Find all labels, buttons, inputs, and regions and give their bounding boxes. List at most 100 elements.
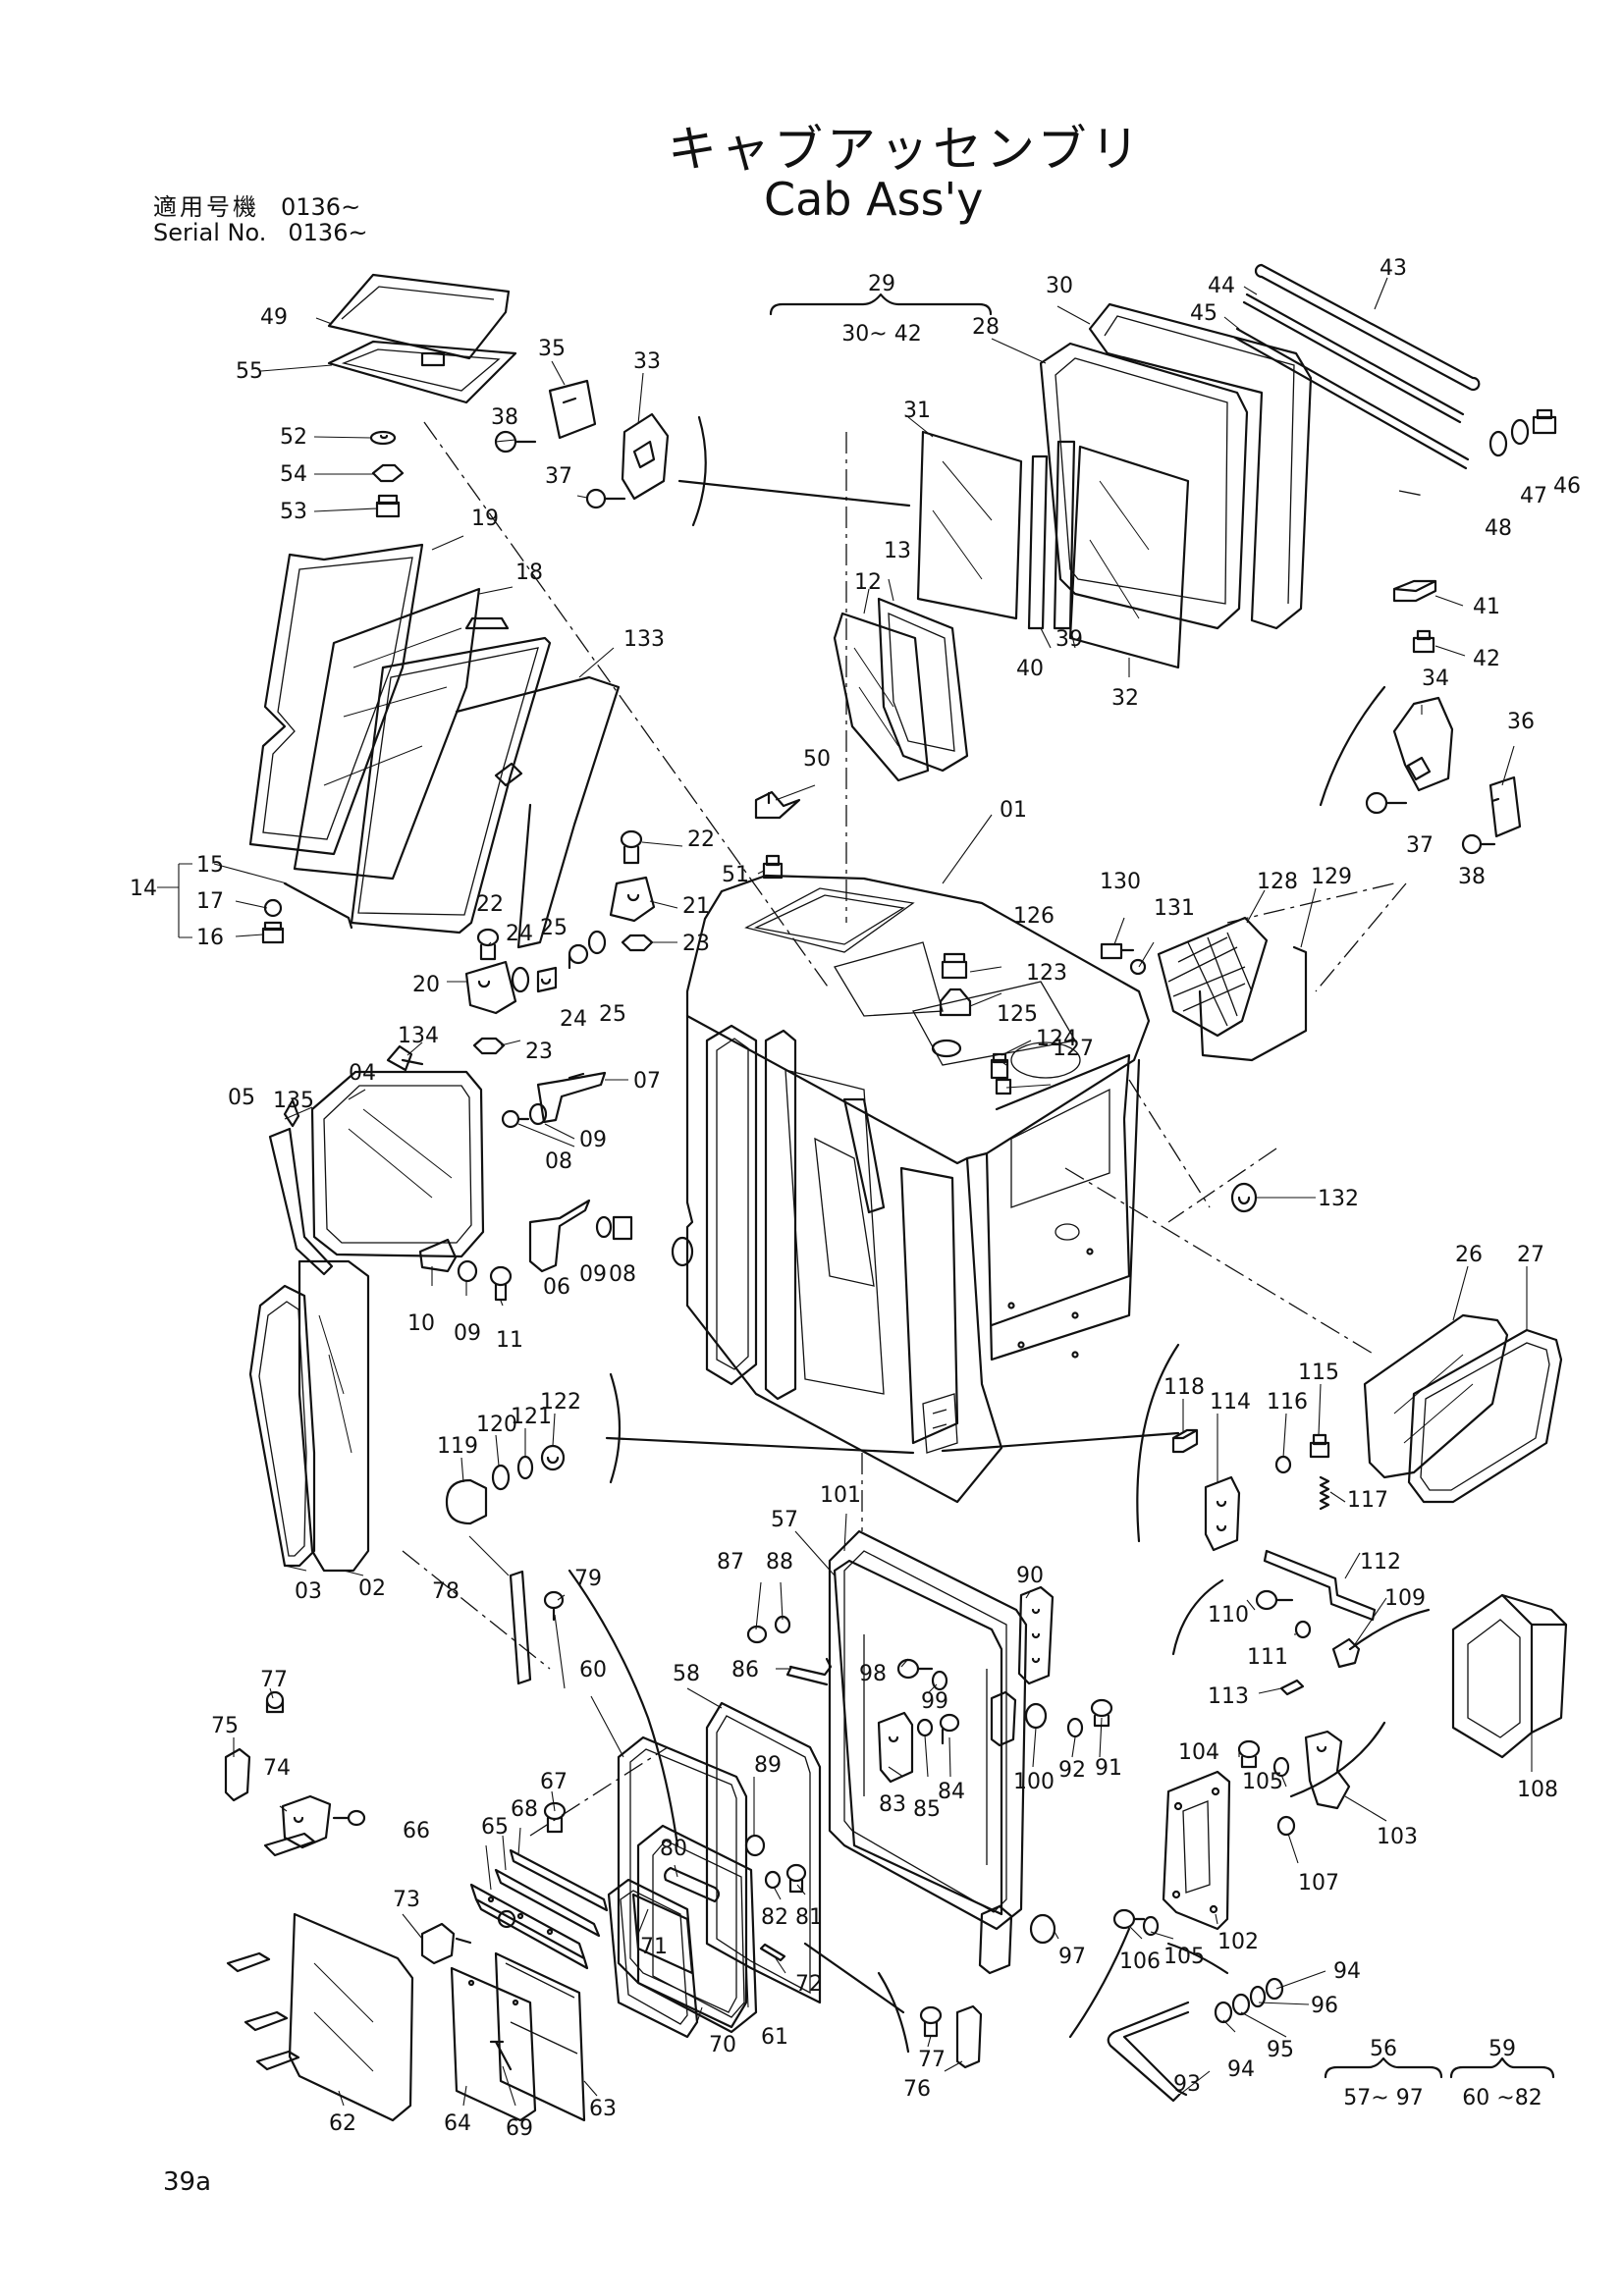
latch-114 <box>1204 1475 1241 1552</box>
callout-91: 91 <box>1095 1756 1122 1781</box>
strip-78 <box>509 1570 532 1685</box>
washer-94-right <box>1265 1977 1284 2001</box>
callout-107: 107 <box>1298 1871 1339 1896</box>
group-29-brace: 29 30~ 42 <box>769 272 993 347</box>
window-frame-133 <box>350 616 621 949</box>
callout-76: 76 <box>903 2077 931 2102</box>
group-56-brace: 56 57~ 97 <box>1324 2037 1443 2110</box>
callout-110: 110 <box>1208 1603 1249 1628</box>
washer-47 <box>1510 418 1530 446</box>
diagram-title-jp: キャブアッセンブリ <box>668 121 1144 178</box>
callout-73: 73 <box>393 1888 420 1912</box>
callout-94-right: 94 <box>1333 1959 1361 1984</box>
callout-64: 64 <box>444 2111 471 2136</box>
bolt-51 <box>762 854 784 880</box>
callout-98: 98 <box>859 1662 887 1686</box>
callout-53: 53 <box>280 500 307 524</box>
callout-83: 83 <box>879 1792 906 1817</box>
callout-25-right: 25 <box>599 1002 626 1027</box>
callout-36: 36 <box>1507 710 1535 734</box>
grip-80 <box>664 1866 721 1903</box>
callout-02: 02 <box>358 1576 386 1601</box>
callout-08-upper: 08 <box>545 1149 572 1174</box>
bracket-76 <box>955 2004 983 2069</box>
callout-10: 10 <box>407 1311 435 1336</box>
callout-16: 16 <box>196 926 224 950</box>
duct-108 <box>1451 1593 1568 1759</box>
panel-63 <box>494 1951 586 2122</box>
callout-54: 54 <box>280 462 307 487</box>
callout-90: 90 <box>1016 1564 1044 1588</box>
callout-37-right: 37 <box>1406 833 1434 858</box>
callout-51: 51 <box>722 863 749 887</box>
bolt-84 <box>939 1713 960 1745</box>
callout-104: 104 <box>1178 1740 1219 1765</box>
callout-95: 95 <box>1267 2038 1294 2062</box>
nut-52 <box>369 430 397 446</box>
callout-102: 102 <box>1217 1930 1259 1954</box>
callout-86: 86 <box>731 1658 759 1682</box>
rail-68 <box>509 1848 609 1912</box>
callout-119: 119 <box>437 1434 478 1459</box>
callout-122: 122 <box>540 1390 581 1415</box>
washer-120 <box>491 1464 511 1491</box>
callout-01: 01 <box>1000 798 1027 823</box>
screw-37-top <box>585 488 626 509</box>
grouping-brackets <box>568 415 1431 2054</box>
callout-113: 113 <box>1208 1684 1249 1709</box>
roof-hatch-49 <box>327 273 511 367</box>
bolt-24-right <box>568 943 589 970</box>
washer-105-lower <box>1142 1915 1160 1937</box>
bracket-07 <box>536 1071 607 1124</box>
callout-127: 127 <box>1053 1037 1094 1061</box>
callout-09-lower: 09 <box>454 1321 481 1346</box>
vent-cover-128 <box>1157 916 1269 1038</box>
callout-47: 47 <box>1520 484 1547 508</box>
callout-27: 27 <box>1517 1243 1544 1267</box>
callout-94-left: 94 <box>1227 2057 1255 2082</box>
bracket-134 <box>386 1044 424 1072</box>
callout-13: 13 <box>884 539 911 563</box>
callout-126: 126 <box>1013 904 1055 929</box>
callout-96: 96 <box>1311 1994 1338 2018</box>
callout-81: 81 <box>795 1905 823 1930</box>
callout-109: 109 <box>1384 1586 1426 1611</box>
bolt-127 <box>995 1078 1012 1095</box>
callout-28: 28 <box>972 315 1000 340</box>
callout-37-top: 37 <box>545 464 572 489</box>
callout-26: 26 <box>1455 1243 1483 1267</box>
frame-61 <box>636 1824 758 2034</box>
callout-05: 05 <box>228 1086 255 1110</box>
callout-19: 19 <box>471 507 499 531</box>
screw-67 <box>543 1801 567 1834</box>
callout-08-lower: 08 <box>609 1262 636 1287</box>
callout-101: 101 <box>820 1483 861 1508</box>
callout-30: 30 <box>1046 274 1073 298</box>
callout-105-upper: 105 <box>1242 1770 1283 1794</box>
washer-09-upper <box>528 1102 548 1126</box>
callout-80: 80 <box>660 1837 687 1861</box>
bracket-20 <box>464 960 517 1015</box>
callout-66: 66 <box>403 1819 430 1843</box>
callout-42: 42 <box>1473 647 1500 671</box>
frame-58 <box>705 1701 822 2004</box>
bolt-11 <box>489 1265 513 1302</box>
callout-55: 55 <box>236 359 263 384</box>
callout-69: 69 <box>506 2116 533 2141</box>
washer-88 <box>774 1615 791 1634</box>
plug-123 <box>939 988 972 1017</box>
bolt-124 <box>990 1052 1009 1080</box>
bolt-22-lower <box>476 928 500 961</box>
callout-22-lower: 22 <box>476 892 504 917</box>
rail-44 <box>1242 293 1465 424</box>
callout-132: 132 <box>1318 1187 1359 1211</box>
callout-14: 14 <box>130 877 157 901</box>
callout-35: 35 <box>538 337 566 361</box>
rail-43 <box>1254 263 1481 392</box>
frame-28 <box>1039 342 1249 630</box>
nut-23-upper <box>621 934 654 952</box>
serial-en: Serial No.0136~ <box>153 220 368 245</box>
ubolt-93 <box>1107 2001 1190 2103</box>
block-41 <box>1392 579 1437 603</box>
callout-21: 21 <box>682 894 710 919</box>
